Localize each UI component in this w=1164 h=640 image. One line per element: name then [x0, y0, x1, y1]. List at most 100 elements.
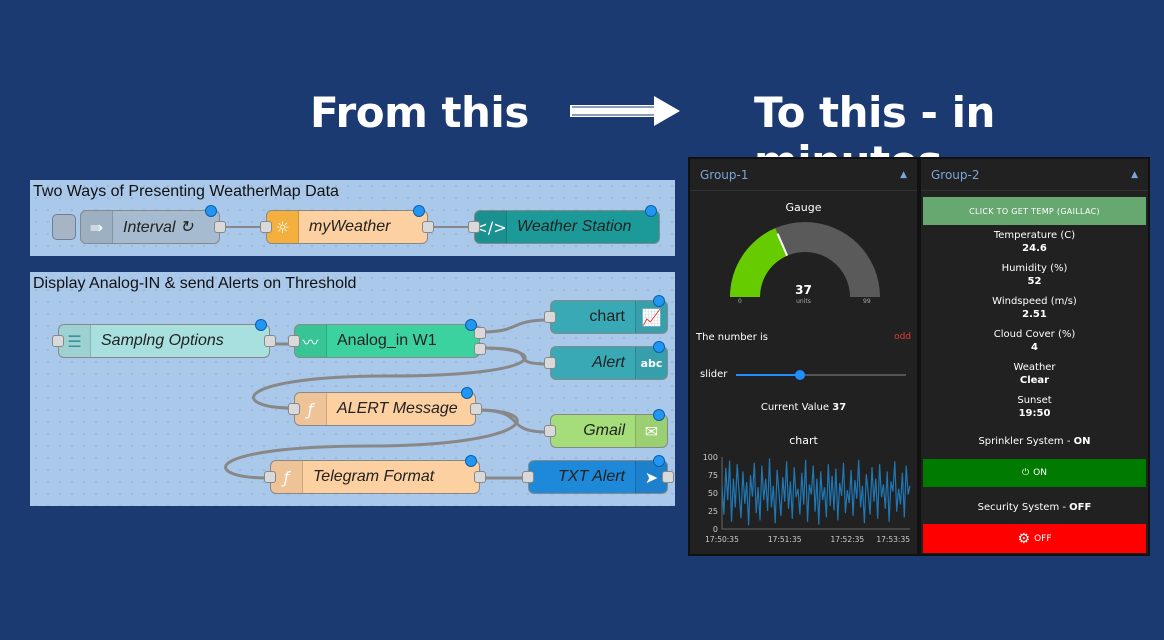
changed-indicator: [255, 319, 267, 331]
changed-indicator: [465, 455, 477, 467]
changed-indicator: [653, 341, 665, 353]
number-value: odd: [894, 332, 911, 342]
node-telegram-format[interactable]: ƒ Telegram Format: [264, 455, 486, 494]
inject-toggle[interactable]: [52, 214, 76, 240]
function-icon: ƒ: [295, 393, 327, 425]
arrow-right-icon: [570, 96, 680, 126]
get-temp-button[interactable]: CLICK TO GET TEMP (GAILLAC): [923, 197, 1146, 225]
node-label: myWeather: [309, 218, 391, 235]
output-port-1[interactable]: [474, 327, 486, 339]
reading-value: 24.6: [1022, 243, 1047, 254]
security-status: Security System - OFF: [921, 501, 1148, 514]
current-value: Current Value 37: [690, 402, 917, 413]
arrow-inject-icon: ⇛: [81, 211, 113, 243]
collapse-icon[interactable]: ▲: [900, 169, 907, 180]
flow-panel-analog: Display Analog-IN & send Alerts on Thres…: [30, 272, 675, 506]
code-icon: </>: [474, 211, 507, 243]
collapse-icon[interactable]: ▲: [1131, 169, 1138, 180]
gauge-units: units: [796, 298, 811, 305]
current-value-label: Current Value: [760, 402, 830, 413]
input-port[interactable]: [288, 335, 300, 347]
output-port[interactable]: [474, 471, 486, 483]
changed-indicator: [653, 409, 665, 421]
node-alert-message[interactable]: ƒ ALERT Message: [288, 387, 482, 426]
reading-value: 4: [1031, 342, 1038, 353]
input-port[interactable]: [264, 471, 276, 483]
input-port[interactable]: [544, 357, 556, 369]
node-txt-alert[interactable]: TXT Alert ➤: [522, 455, 674, 494]
node-label: chart: [589, 308, 625, 325]
power-icon: ⏻: [1022, 468, 1030, 478]
node-label: ALERT Message: [337, 400, 458, 417]
reading-item: Windspeed (m/s)2.51: [921, 295, 1148, 321]
slider-fill: [736, 374, 800, 376]
group-2: Group-2 ▲ CLICK TO GET TEMP (GAILLAC) Te…: [921, 159, 1148, 554]
node-myweather[interactable]: ☼ myWeather: [260, 205, 434, 244]
output-port[interactable]: [264, 335, 276, 347]
reading-label: Cloud Cover (%): [993, 329, 1076, 340]
number-label: The number is: [696, 332, 768, 343]
node-weather-station[interactable]: </> Weather Station: [468, 205, 660, 244]
node-label: Interval ↻: [123, 219, 194, 236]
reading-item: Humidity (%)52: [921, 262, 1148, 288]
node-label: Alert: [592, 354, 625, 371]
function-icon: ƒ: [271, 461, 303, 493]
node-interval[interactable]: ⇛ Interval ↻: [80, 205, 226, 244]
input-port[interactable]: [468, 221, 480, 233]
slider-thumb[interactable]: [794, 370, 805, 380]
node-sampling-options[interactable]: ☰ Samplng Options: [52, 319, 276, 358]
flow-title: Display Analog-IN & send Alerts on Thres…: [33, 275, 357, 292]
security-off-button[interactable]: ⚙ OFF: [923, 524, 1146, 553]
changed-indicator: [465, 319, 477, 331]
changed-indicator: [205, 205, 217, 217]
node-label: Telegram Format: [313, 468, 435, 485]
chart-axes: [721, 457, 910, 530]
sprinkler-status: Sprinkler System - ON: [921, 435, 1148, 448]
reading-label: Windspeed (m/s): [992, 296, 1077, 307]
output-port[interactable]: [470, 403, 482, 415]
input-port[interactable]: [522, 471, 534, 483]
reading-label: Weather: [1013, 362, 1056, 373]
input-port[interactable]: [288, 403, 300, 415]
flow-wires: [224, 318, 549, 480]
group-title: Group-2: [931, 167, 980, 182]
reading-label: Sunset: [1017, 395, 1052, 406]
changed-indicator: [413, 205, 425, 217]
node-label: Analog_in W1: [337, 332, 437, 349]
node-alert[interactable]: Alert abc: [544, 341, 668, 380]
input-port[interactable]: [260, 221, 272, 233]
node-label: Weather Station: [517, 218, 632, 235]
sun-icon: ☼: [267, 211, 299, 243]
sprinkler-on-button[interactable]: ⏻ ON: [923, 459, 1146, 487]
current-value-number: 37: [832, 402, 847, 413]
changed-indicator: [461, 387, 473, 399]
x-tick-label: 17:52:35: [830, 535, 864, 544]
node-gmail[interactable]: Gmail ✉: [544, 409, 668, 448]
slider-track[interactable]: [736, 370, 906, 380]
input-port[interactable]: [544, 425, 556, 437]
group-header[interactable]: Group-1 ▲: [690, 159, 917, 191]
gauge-title: Gauge: [785, 201, 822, 214]
output-port-2[interactable]: [474, 343, 486, 355]
reading-item: Temperature (C) 24.6: [921, 229, 1148, 255]
gauge: [730, 222, 880, 297]
node-analog-in[interactable]: 〰 Analog_in W1: [288, 319, 486, 358]
reading-value: Clear: [1019, 375, 1050, 386]
node-chart[interactable]: chart 📈: [544, 295, 668, 334]
reading-label: Temperature (C): [993, 230, 1076, 241]
group-1: Group-1 ▲ Gauge 37 units 0 99 The number…: [690, 159, 917, 554]
node-label: Samplng Options: [101, 332, 224, 349]
output-port[interactable]: [422, 221, 434, 233]
output-port[interactable]: [662, 471, 674, 483]
y-tick-label: 50: [708, 489, 718, 498]
gauge-max: 99: [863, 298, 871, 305]
security-label: Security System -: [977, 502, 1070, 513]
group-header[interactable]: Group-2 ▲: [921, 159, 1148, 191]
slider-label: slider: [700, 369, 728, 380]
pulse-icon: 〰: [295, 325, 327, 357]
input-port[interactable]: [544, 311, 556, 323]
reading-value: 19:50: [1018, 408, 1051, 419]
output-port[interactable]: [214, 221, 226, 233]
input-port[interactable]: [52, 335, 64, 347]
